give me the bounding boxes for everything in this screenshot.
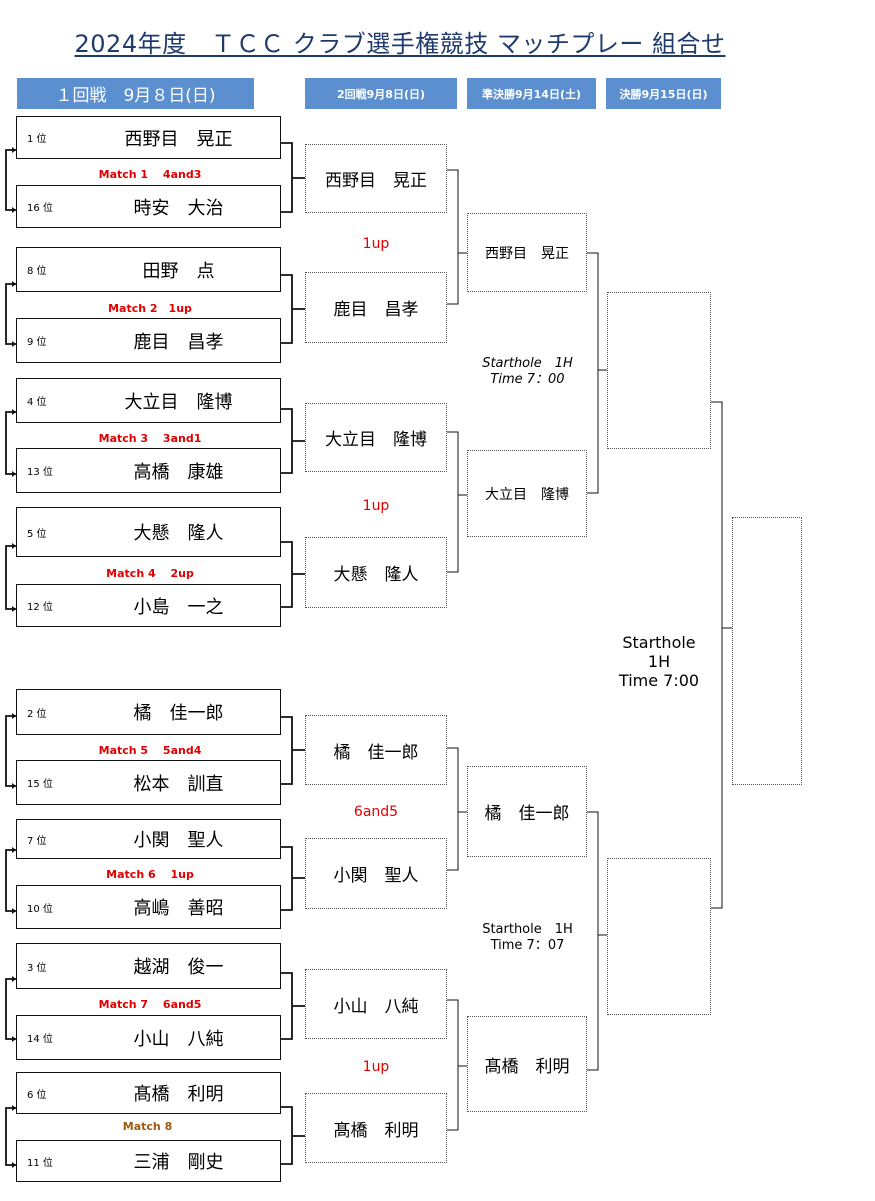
r1-match3-top: 4 位 大立目 隆博	[16, 378, 281, 423]
final-hole: 1H	[647, 652, 671, 671]
page-title: 2024年度 ＴＣＣ クラブ選手権競技 マッチプレー 組合せ	[74, 30, 726, 58]
sf-starthole: Starthole 1H	[482, 922, 573, 937]
r1-match2-top: 8 位 田野 点	[16, 247, 281, 292]
r2-match1-top: 西野目 晃正	[305, 144, 447, 213]
player-name: 田野 点	[142, 260, 215, 282]
match-result: Match 5 5and4	[98, 744, 202, 757]
player-name: 越湖 俊一	[133, 957, 224, 978]
final-time: Time 7:00	[618, 671, 700, 690]
r2-result: 6and5	[353, 804, 399, 820]
player-name: 三浦 剛史	[133, 1152, 224, 1173]
match-result: Match 1 4and3	[98, 168, 202, 181]
seed-rank: 6 位	[27, 1089, 47, 1101]
player-name: 小関 聖人	[133, 830, 224, 851]
r1-match3-bottom: 13 位 高橋 康雄	[16, 448, 281, 493]
sf-match1-top: 西野目 晃正	[467, 213, 587, 292]
r2-match2-bottom: 大懸 隆人	[305, 537, 447, 608]
r1-match5-bottom: 15 位 松本 訓直	[16, 760, 281, 805]
match-result: Match 4 2up	[106, 567, 194, 580]
r1-match1-bottom: 16 位 時安 大治	[16, 185, 281, 228]
sf-time: Time 7：00	[490, 372, 565, 387]
r1-match7-top: 3 位 越湖 俊一	[16, 943, 281, 989]
r2-result: 1up	[362, 498, 390, 514]
seed-rank: 16 位	[27, 203, 53, 214]
r1-match7-bottom: 14 位 小山 八純	[16, 1015, 281, 1060]
player-name: 小島 一之	[133, 596, 224, 618]
seed-rank: 12 位	[27, 602, 53, 613]
sf-match1-bottom: 大立目 隆博	[467, 450, 587, 537]
r1-match8-top: 6 位 髙橋 利明	[16, 1072, 281, 1114]
final-top	[607, 292, 711, 449]
match-result: Match 2 1up	[108, 302, 192, 315]
header-semifinal: 準決勝9月14日(土)	[467, 78, 596, 109]
seed-rank: 10 位	[27, 903, 53, 915]
r2-result: 1up	[362, 1059, 390, 1075]
player-name: 高橋 康雄	[133, 461, 224, 483]
seed-rank: 2 位	[27, 708, 47, 720]
match-result: Match 7 6and5	[98, 998, 202, 1011]
match-result: Match 6 1up	[106, 868, 194, 881]
seed-rank: 11 位	[27, 1157, 53, 1169]
r2-match4-top: 小山 八純	[305, 969, 447, 1039]
header-final: 決勝9月15日(日)	[606, 78, 721, 109]
player-name: 橘 佳一郎	[133, 703, 224, 724]
seed-rank: 4 位	[27, 397, 47, 408]
seed-rank: 13 位	[27, 467, 53, 478]
r1-match6-top: 7 位 小関 聖人	[16, 819, 281, 859]
player-name: 時安 大治	[133, 197, 224, 219]
player-name: 髙橋 利明	[133, 1084, 224, 1105]
r2-result: 1up	[362, 236, 390, 252]
r1-match8-bottom: 11 位 三浦 剛史	[16, 1140, 281, 1182]
player-name: 鹿目 昌孝	[133, 331, 224, 353]
player-name: 小山 八純	[133, 1028, 224, 1050]
sf-match2-top: 橘 佳一郎	[467, 766, 587, 857]
header-round1: １回戦 9月８日(日)	[17, 78, 254, 109]
player-name: 大懸 隆人	[133, 523, 224, 544]
player-name: 松本 訓直	[133, 773, 224, 795]
r1-match6-bottom: 10 位 高嶋 善昭	[16, 885, 281, 929]
seed-rank: 14 位	[27, 1034, 53, 1045]
r1-match1-top: 1 位 西野目 晃正	[16, 116, 281, 159]
player-name: 高嶋 善昭	[133, 898, 224, 919]
r1-match5-top: 2 位 橘 佳一郎	[16, 689, 281, 735]
final-starthole: Starthole	[622, 633, 696, 652]
sf-match2-bottom: 髙橋 利明	[467, 1016, 587, 1112]
final-bottom	[607, 858, 711, 1015]
seed-rank: 9 位	[27, 337, 47, 348]
r2-match4-bottom: 髙橋 利明	[305, 1093, 447, 1163]
seed-rank: 7 位	[27, 835, 47, 847]
seed-rank: 3 位	[27, 962, 47, 974]
header-round2: 2回戦9月8日(日)	[305, 78, 457, 109]
r1-match2-bottom: 9 位 鹿目 昌孝	[16, 318, 281, 363]
seed-rank: 5 位	[27, 528, 47, 540]
r2-match2-top: 大立目 隆博	[305, 403, 447, 472]
r2-match1-bottom: 鹿目 昌孝	[305, 272, 447, 343]
sf-time: Time 7：07	[490, 938, 565, 953]
champion-box	[732, 517, 802, 785]
r2-match3-bottom: 小関 聖人	[305, 838, 447, 909]
seed-rank: 8 位	[27, 266, 47, 277]
match-result: Match 8	[122, 1120, 173, 1133]
r1-match4-top: 5 位 大懸 隆人	[16, 507, 281, 557]
match-result: Match 3 3and1	[98, 432, 202, 445]
r1-match4-bottom: 12 位 小島 一之	[16, 584, 281, 627]
seed-rank: 15 位	[27, 779, 53, 790]
r2-match3-top: 橘 佳一郎	[305, 715, 447, 785]
player-name: 大立目 隆博	[124, 391, 233, 413]
player-name: 西野目 晃正	[124, 128, 233, 150]
sf-starthole: Starthole 1H	[482, 356, 573, 371]
seed-rank: 1 位	[27, 134, 47, 145]
